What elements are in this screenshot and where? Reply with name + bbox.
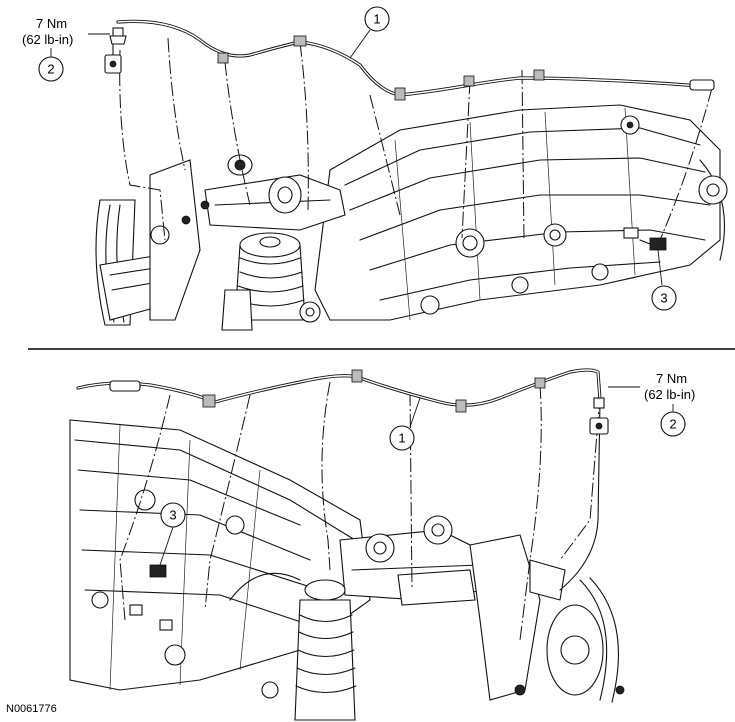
top-callout-3-label: 3 [660, 291, 667, 306]
bottom-callout-1-circle [389, 425, 415, 451]
top-right-hub [620, 115, 728, 261]
bottom-callout-1-label: 1 [398, 431, 405, 446]
top-wheel-speed-sensor [623, 227, 667, 251]
top-subframe [314, 104, 721, 321]
bottom-wheel-speed-harness [76, 368, 602, 591]
bottom-torque-callout: 7 Nm (62 lb-in) 2 [608, 371, 695, 437]
top-callout-3-circle [651, 285, 677, 311]
bottom-callout-3-circle [160, 502, 186, 528]
bottom-knuckle-rotor [469, 534, 625, 703]
top-knuckle-rotor [95, 159, 210, 326]
top-callout-1-label: 1 [373, 12, 380, 27]
top-sensor-callout: 3 [651, 249, 677, 311]
top-sensor-bolt [104, 27, 127, 74]
bottom-callout-3-label: 3 [169, 508, 176, 523]
top-routing-phantom-lines [119, 37, 713, 241]
bottom-view: 7 Nm (62 lb-in) 2 1 3 [69, 368, 695, 721]
bottom-sensor-callout: 3 [159, 502, 186, 566]
bottom-callout-2-label: 2 [669, 417, 676, 432]
top-harness-callout: 1 [349, 6, 390, 59]
bottom-harness-callout: 1 [389, 397, 421, 451]
bottom-spring-shock [229, 572, 357, 721]
top-torque-lbin: (62 lb-in) [22, 32, 73, 47]
figure-id: N0061776 [6, 703, 57, 715]
top-torque-nm: 7 Nm [36, 16, 67, 31]
top-callout-2-label: 2 [47, 62, 54, 77]
top-wheel-speed-harness [116, 19, 715, 101]
bottom-sensor-bolt [589, 397, 609, 435]
bottom-torque-lbin: (62 lb-in) [644, 387, 695, 402]
top-torque-callout: 7 Nm (62 lb-in) 2 [22, 16, 110, 82]
bottom-wheel-speed-sensor [129, 564, 173, 631]
bottom-control-arm [339, 515, 491, 606]
top-callout-1-circle [364, 6, 390, 32]
bottom-torque-nm: 7 Nm [656, 371, 687, 386]
top-view: 7 Nm (62 lb-in) 2 1 3 [22, 6, 728, 331]
top-spring-shock [221, 232, 321, 331]
top-control-arm [204, 154, 346, 231]
